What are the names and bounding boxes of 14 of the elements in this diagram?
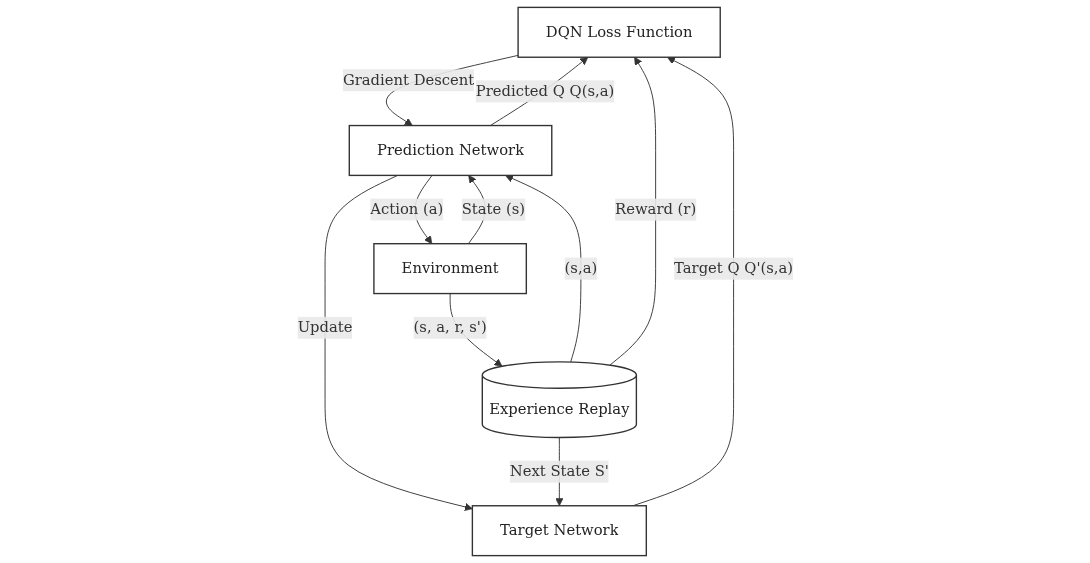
edge-label: Update [297,318,353,337]
edge-label: Gradient Descent [342,71,474,89]
node-box: Environment [372,243,527,295]
node-box: Prediction Network [348,124,553,177]
edge-label: Target Q Q'(s,a) [673,259,793,277]
edge-label: State (s) [461,200,525,218]
edge-label: (s, a, r, s') [413,318,487,337]
edge-label: Reward (r) [614,200,696,218]
edge-label: (s,a) [564,259,597,277]
edge-label: Action (a) [369,200,443,218]
edge-label: Next State S' [509,462,609,480]
node-box: Target Network [471,505,647,557]
node-box: DQN Loss Function [517,6,721,58]
edge-label: Predicted Q Q(s,a) [475,82,614,100]
